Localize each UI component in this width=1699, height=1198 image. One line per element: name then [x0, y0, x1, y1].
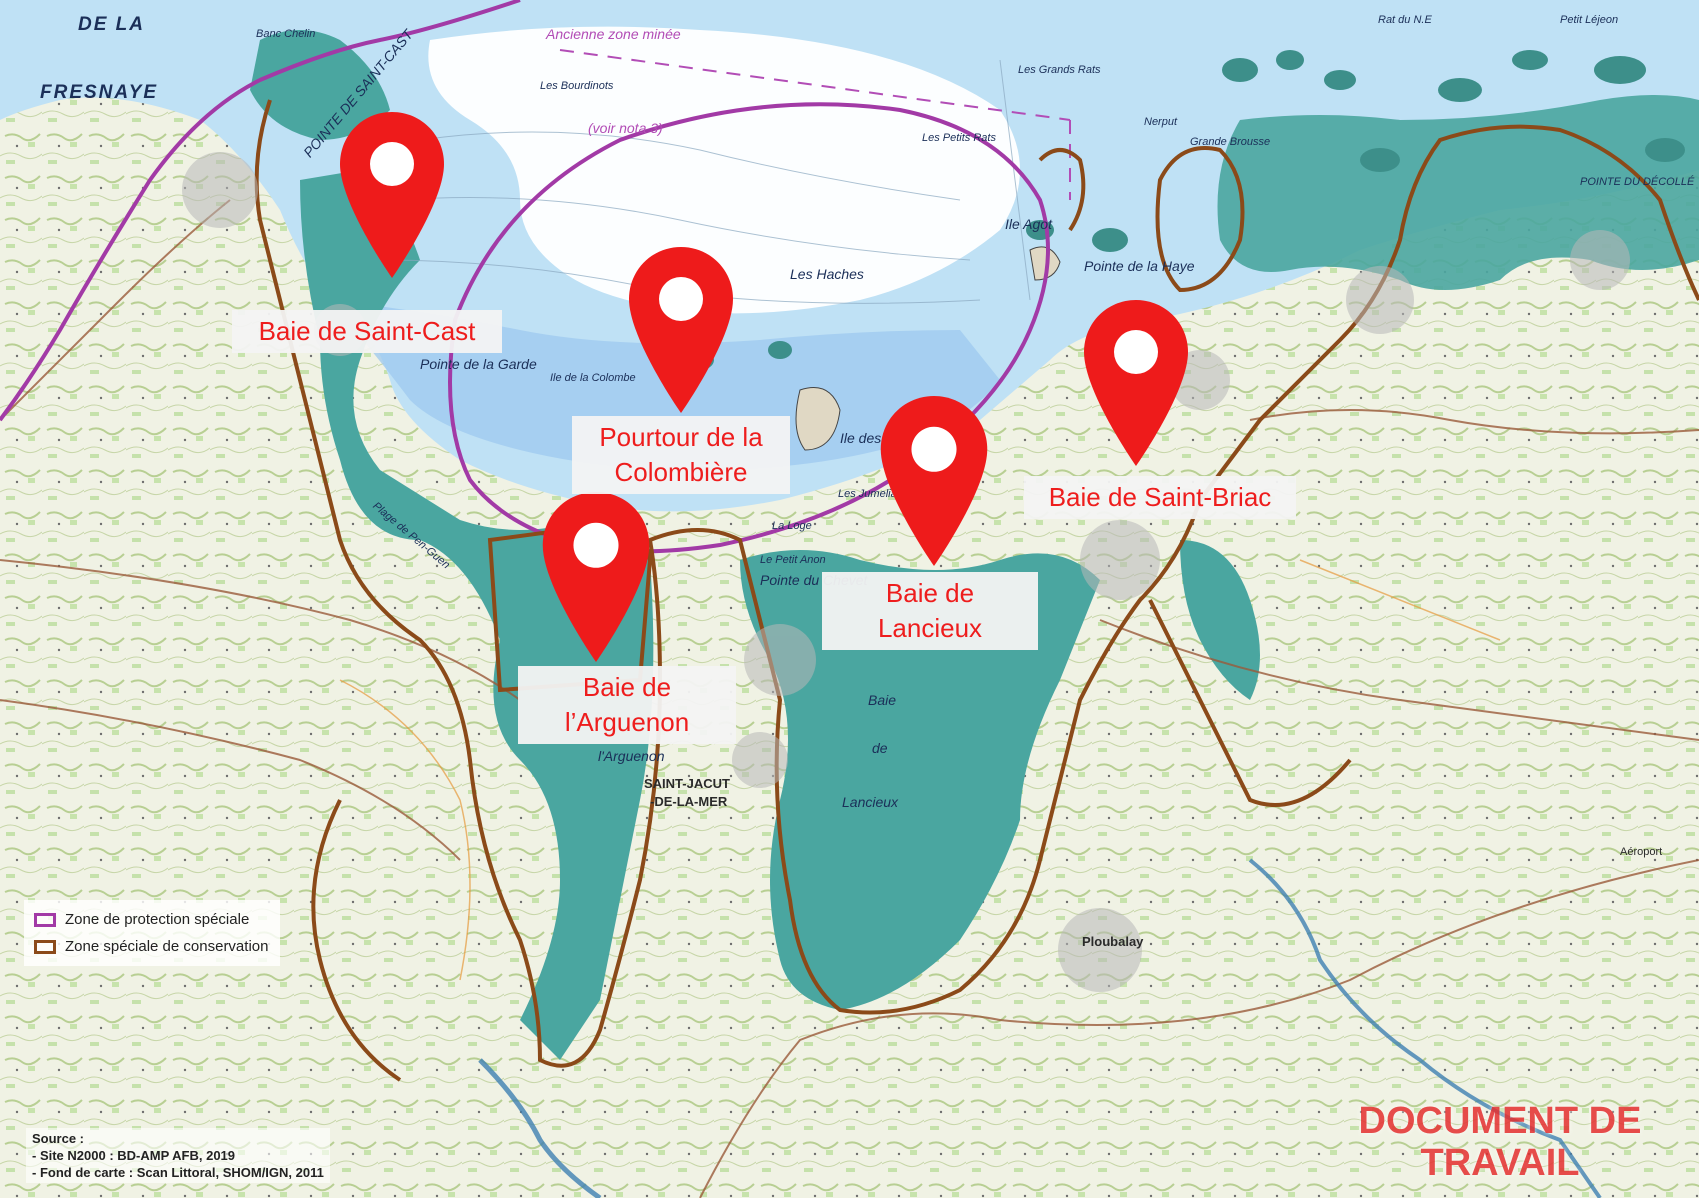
map-source: Source : - Site N2000 : BD-AMP AFB, 2019…	[26, 1128, 330, 1183]
site-label-colombiere[interactable]: Pourtour de la Colombière	[572, 416, 790, 494]
pin-arguenon[interactable]	[542, 492, 650, 662]
map-legend: Zone de protection spéciale Zone spécial…	[24, 900, 281, 966]
pin-saint-cast[interactable]	[340, 112, 444, 278]
legend-swatch-zps	[34, 912, 56, 927]
site-label-arguenon[interactable]: Baie de l’Arguenon	[518, 666, 736, 744]
pin-colombiere[interactable]	[629, 247, 733, 413]
legend-label-zsc: Zone spéciale de conservation	[65, 938, 269, 955]
legend-swatch-zsc	[34, 939, 56, 954]
watermark-line-2: TRAVAIL	[1420, 1142, 1580, 1184]
legend-item-zsc: Zone spéciale de conservation	[34, 933, 268, 960]
source-title: Source :	[32, 1131, 85, 1146]
source-line-fond: - Fond de carte : Scan Littoral, SHOM/IG…	[32, 1165, 324, 1180]
draft-watermark: DOCUMENT DE TRAVAIL	[1320, 1100, 1680, 1184]
site-label-saint-cast[interactable]: Baie de Saint-Cast	[232, 310, 502, 353]
legend-label-zps: Zone de protection spéciale	[65, 911, 250, 928]
site-label-lancieux[interactable]: Baie de Lancieux	[822, 572, 1038, 650]
site-label-saint-briac[interactable]: Baie de Saint-Briac	[1024, 476, 1296, 519]
source-line-site: - Site N2000 : BD-AMP AFB, 2019	[32, 1148, 236, 1163]
pin-lancieux[interactable]	[880, 396, 988, 566]
pin-saint-briac[interactable]	[1084, 300, 1188, 466]
legend-item-zps: Zone de protection spéciale	[34, 906, 268, 933]
watermark-line-1: DOCUMENT DE	[1358, 1100, 1642, 1142]
